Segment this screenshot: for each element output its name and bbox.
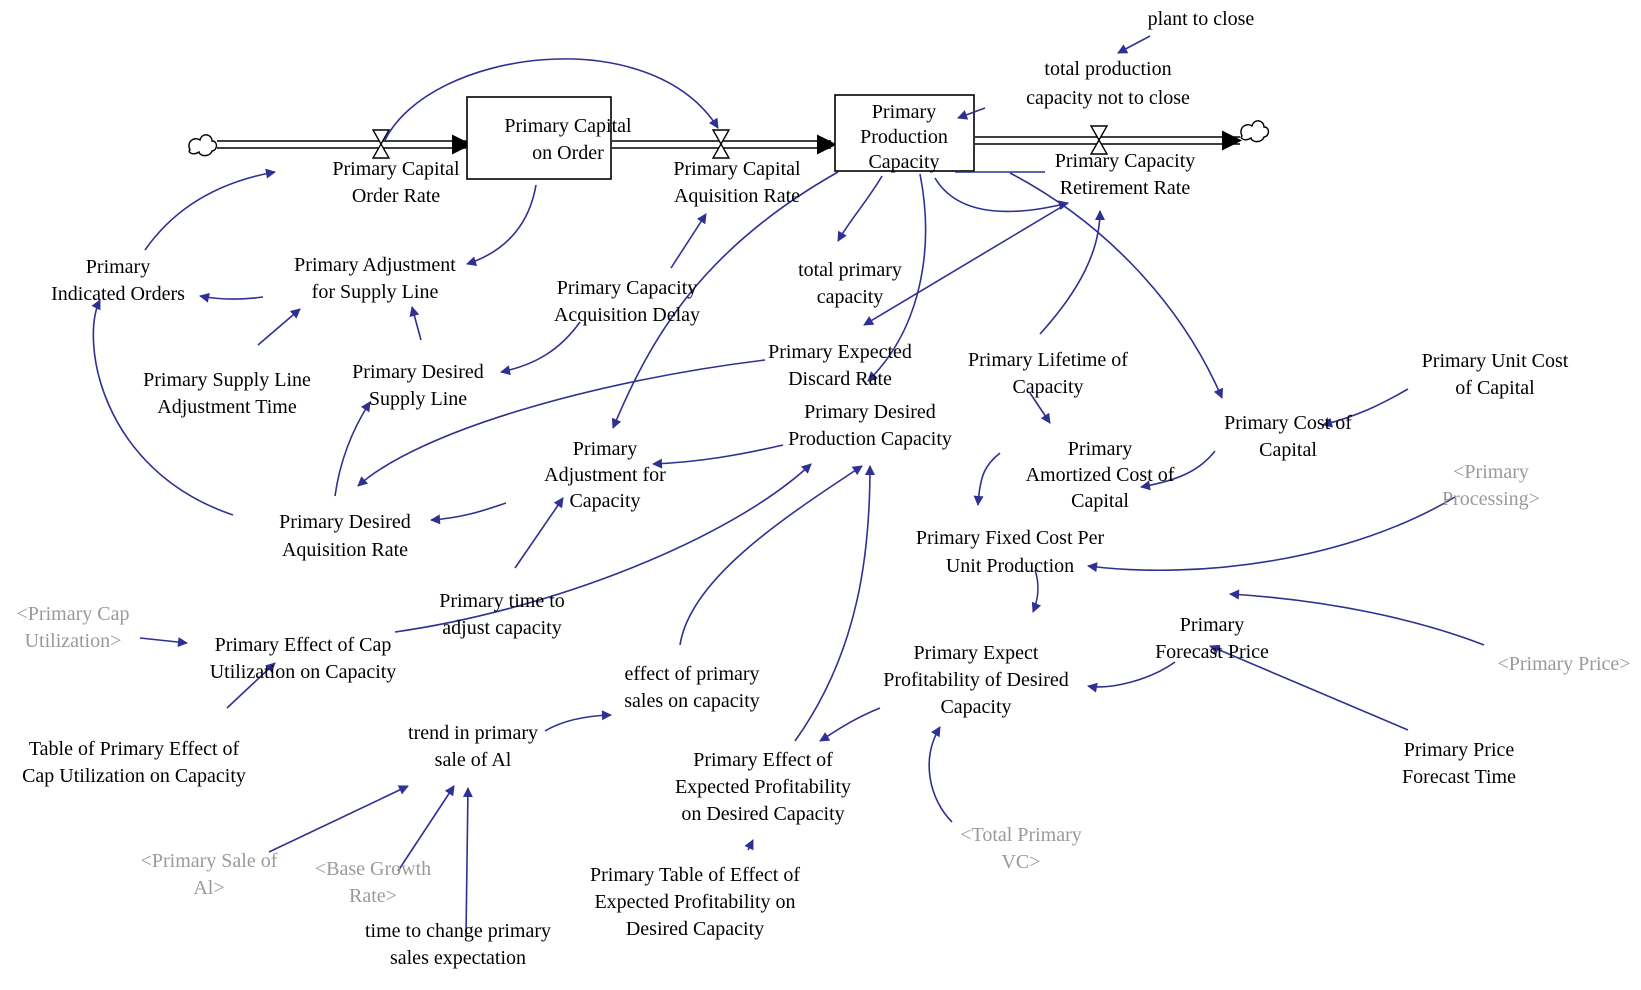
stock-production-capacity[interactable]	[834, 94, 975, 172]
var-plant-to-close[interactable]: plant to close	[1148, 8, 1255, 30]
causal-links	[91, 35, 1485, 936]
source-cloud-icon	[188, 134, 218, 157]
order-rate-valve-icon[interactable]	[371, 129, 391, 159]
acquisition-rate-valve-icon[interactable]	[711, 129, 731, 159]
shadow-primary-price[interactable]: <Primary Price>	[1497, 653, 1630, 675]
sink-cloud-icon	[1240, 120, 1270, 143]
stock-capital-on-order[interactable]	[466, 96, 612, 180]
flow-pipes	[217, 130, 1242, 155]
retirement-rate-valve-icon[interactable]	[1089, 125, 1109, 155]
